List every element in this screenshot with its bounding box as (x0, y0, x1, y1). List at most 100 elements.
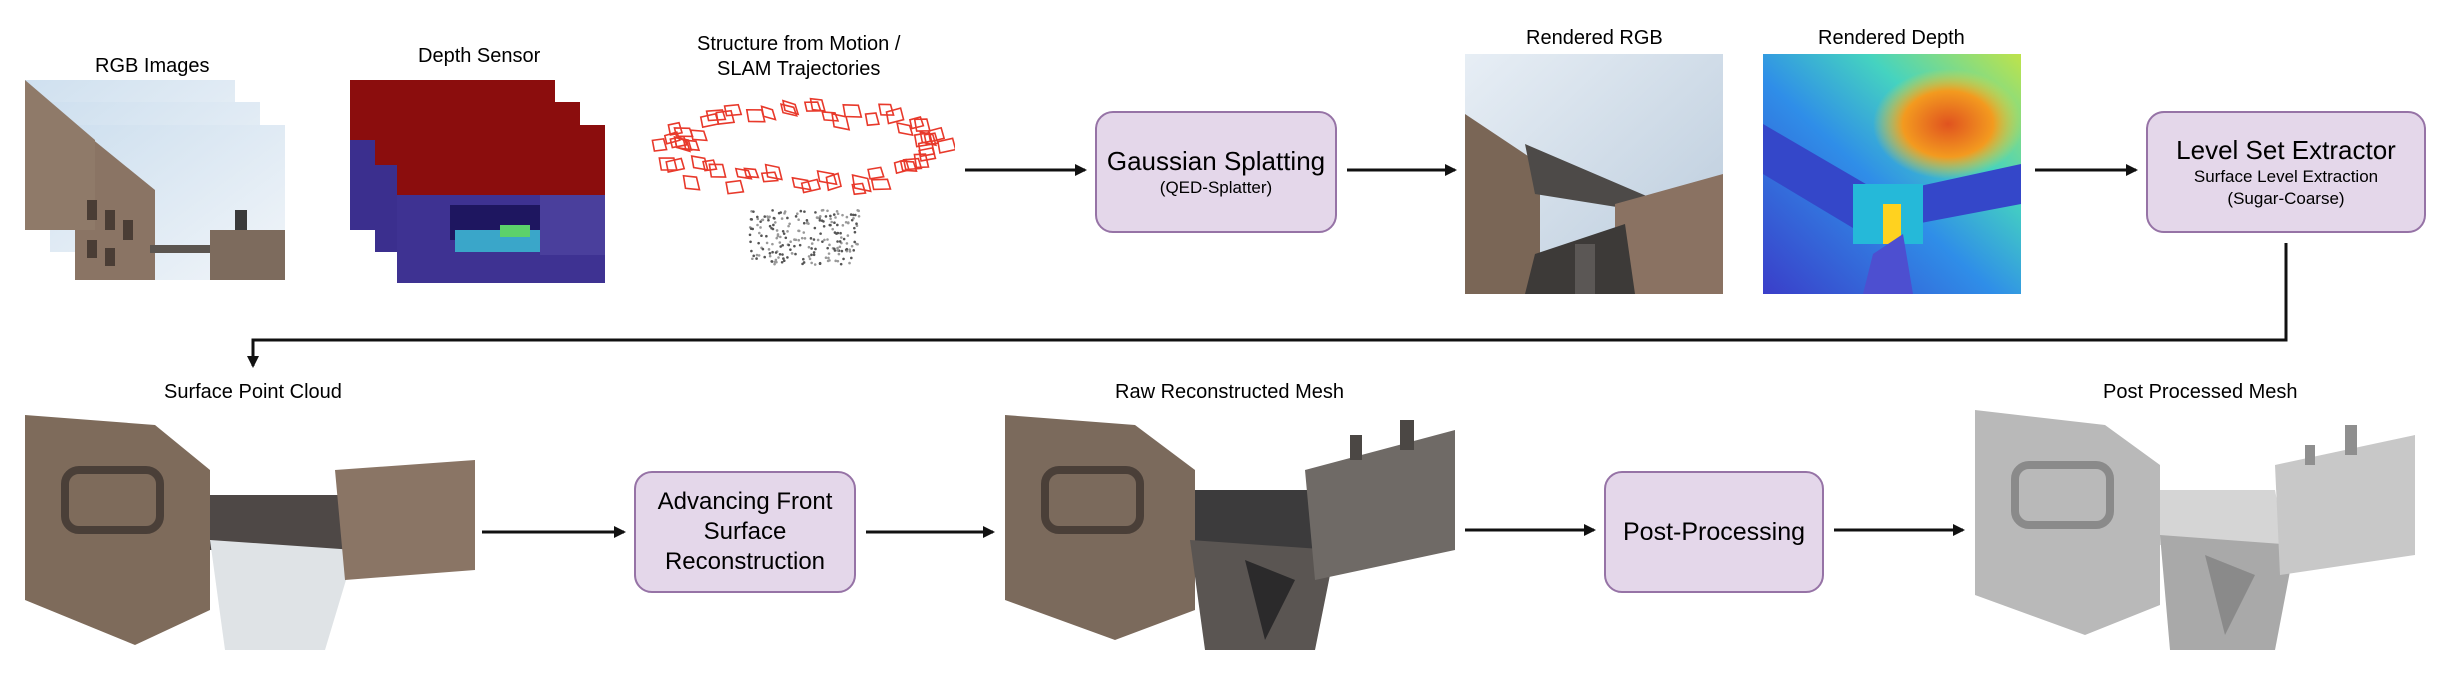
sparse-point (830, 220, 834, 224)
sparse-point (840, 249, 844, 253)
sparse-point (850, 218, 854, 222)
sparse-point (783, 212, 786, 215)
sparse-point (823, 238, 826, 242)
depth-sensor-stack (350, 80, 610, 285)
sparse-point (836, 259, 840, 263)
sparse-point (834, 259, 837, 263)
sparse-point (838, 245, 842, 249)
sparse-point (822, 220, 825, 223)
camera-frustum (893, 158, 910, 175)
raw-mesh-label: Raw Reconstructed Mesh (1115, 381, 1344, 403)
sparse-point (810, 253, 813, 257)
camera-frustum (816, 169, 838, 186)
sparse-point (790, 251, 794, 255)
camera-frustum (702, 159, 718, 172)
camera-frustum (896, 121, 914, 137)
arrow-level-set-to-point-cloud (247, 243, 2288, 368)
sparse-point (799, 209, 803, 213)
sparse-point (818, 219, 822, 222)
sparse-point (782, 232, 786, 235)
sparse-point (773, 217, 776, 220)
sparse-point (844, 220, 848, 224)
sparse-point (850, 244, 854, 248)
sparse-point (846, 221, 850, 225)
camera-frustum (885, 107, 905, 125)
sparse-point (778, 252, 782, 256)
sparse-point (760, 234, 763, 238)
sparse-point (757, 241, 760, 245)
camera-frustum (690, 155, 709, 171)
camera-frustum (667, 121, 684, 136)
gaussian-splatting-subtitle: (QED-Splatter) (1159, 177, 1273, 197)
camera-frustum (743, 167, 760, 179)
sparse-point (774, 251, 778, 254)
sparse-point (821, 240, 824, 243)
post-mesh-image (1975, 405, 2415, 655)
sparse-point (765, 241, 769, 245)
sparse-point (841, 213, 844, 217)
sparse-point (775, 236, 779, 240)
sparse-point (842, 237, 846, 241)
post-mesh-label: Post Processed Mesh (2103, 381, 2298, 403)
sparse-point (855, 222, 858, 225)
camera-frustum (809, 97, 826, 112)
camera-frustum (791, 176, 812, 191)
camera-frustum (682, 174, 701, 191)
sparse-point (855, 224, 859, 228)
sparse-point (772, 223, 775, 227)
camera-frustum (781, 99, 800, 116)
sparse-point (841, 224, 845, 227)
window-arch (61, 466, 164, 534)
sparse-point (848, 261, 851, 265)
camera-frustum (673, 136, 693, 152)
sparse-point (789, 240, 792, 244)
sparse-point (840, 236, 843, 239)
sparse-point (833, 221, 836, 225)
sparse-point (829, 217, 832, 221)
sparse-point (852, 213, 855, 217)
rendered-rgb-label: Rendered RGB (1526, 27, 1663, 49)
sparse-point (826, 238, 829, 241)
sparse-point (828, 223, 832, 227)
camera-trajectory-plot (651, 97, 957, 266)
sparse-point (786, 230, 789, 233)
camera-frustum (878, 103, 895, 116)
sparse-point (761, 247, 765, 251)
sparse-point (845, 242, 849, 245)
camera-frustum (800, 178, 822, 194)
sparse-point (846, 234, 850, 237)
sparse-point (813, 226, 817, 230)
sparse-point (852, 216, 855, 220)
camera-frustum (760, 171, 779, 183)
sparse-point (774, 258, 778, 262)
sparse-point (768, 224, 772, 228)
sparse-point (822, 224, 826, 228)
sparse-point (812, 253, 816, 257)
sparse-point (767, 218, 770, 222)
depth-frames (350, 80, 605, 283)
advancing-front-line2: Surface (703, 518, 787, 545)
sparse-point (831, 227, 834, 231)
camera-frustum (864, 112, 880, 127)
sparse-point (829, 214, 832, 218)
camera-frustum (734, 167, 753, 180)
sparse-point (815, 216, 819, 219)
sparse-point (836, 246, 839, 250)
sparse-point (839, 262, 843, 266)
sparse-point (756, 223, 759, 227)
gaussian-splatting-node: Gaussian Splatting (QED-Splatter) (1095, 111, 1337, 233)
sparse-point (759, 226, 762, 229)
sparse-point (842, 257, 845, 261)
point-cloud-region (210, 540, 355, 650)
camera-frustum (923, 132, 939, 146)
sparse-point (812, 251, 816, 254)
sparse-point (755, 253, 759, 257)
sparse-point (782, 257, 785, 260)
rgb-images-label: RGB Images (95, 55, 210, 77)
camera-frustum (723, 103, 743, 117)
sparse-point (827, 256, 830, 260)
camera-frustum (658, 157, 678, 171)
sparse-point (763, 255, 766, 259)
sparse-point (814, 247, 817, 251)
